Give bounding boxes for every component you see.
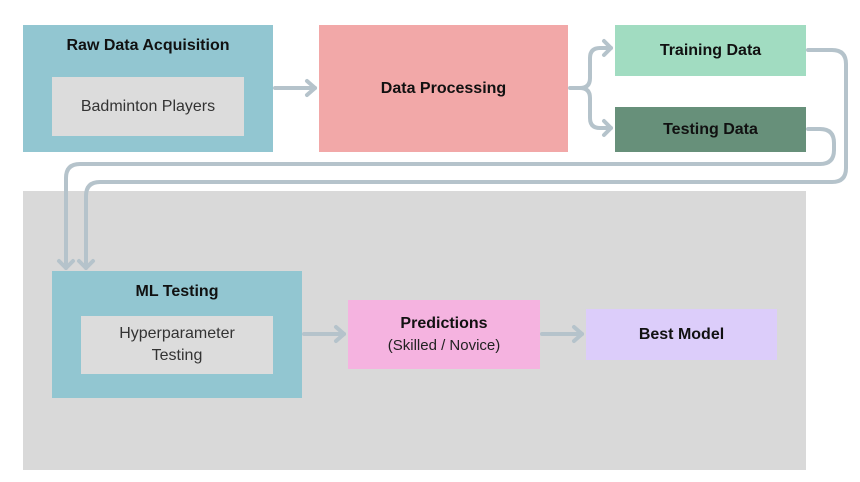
ml-testing-title: ML Testing [135, 283, 219, 300]
arrow-raw-to-processing [273, 79, 317, 97]
predictions-subtitle: (Skilled / Novice) [387, 336, 501, 354]
best-model-box: Best Model [586, 309, 777, 360]
arrow-testing-to-ml-testing [57, 127, 836, 270]
ml-testing-box: ML Testing Hyperparameter Testing [52, 271, 302, 398]
arrow-predictions-to-best-model [540, 325, 584, 343]
raw-data-acquisition-box: Raw Data Acquisition Badminton Players [23, 25, 273, 152]
data-processing-title: Data Processing [380, 79, 507, 97]
predictions-title: Predictions [400, 314, 488, 332]
arrow-processing-split [568, 39, 613, 137]
arrow-ml-testing-to-predictions [302, 325, 346, 343]
best-model-title: Best Model [638, 325, 725, 343]
data-processing-box: Data Processing [319, 25, 568, 152]
testing-data-title: Testing Data [663, 120, 758, 138]
badminton-players-box: Badminton Players [52, 77, 244, 136]
training-data-title: Training Data [659, 41, 762, 59]
hyperparameter-testing-box: Hyperparameter Testing [81, 316, 273, 374]
hyperparameter-label: Hyperparameter [119, 325, 235, 342]
raw-data-acquisition-title: Raw Data Acquisition [66, 37, 230, 54]
training-data-box: Training Data [615, 25, 806, 76]
testing-label: Testing [151, 347, 203, 364]
badminton-players-label: Badminton Players [80, 97, 216, 115]
predictions-box: Predictions (Skilled / Novice) [348, 300, 540, 369]
arrow-training-to-ml-testing [77, 48, 848, 270]
testing-data-box: Testing Data [615, 107, 806, 152]
